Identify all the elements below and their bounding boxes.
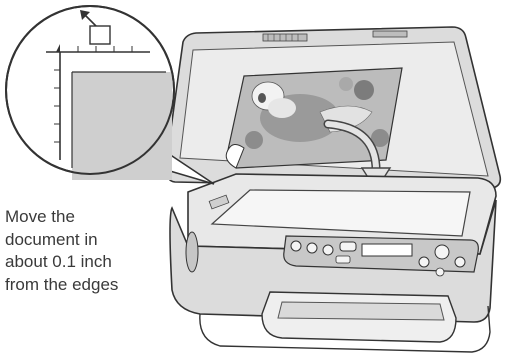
caption-line: Move the: [5, 206, 165, 229]
caption-line: from the edges: [5, 274, 165, 297]
caption-line: document in: [5, 229, 165, 252]
printer-body: [170, 174, 496, 352]
instruction-caption: Move the document in about 0.1 inch from…: [5, 206, 165, 296]
caption-line: about 0.1 inch: [5, 251, 165, 274]
